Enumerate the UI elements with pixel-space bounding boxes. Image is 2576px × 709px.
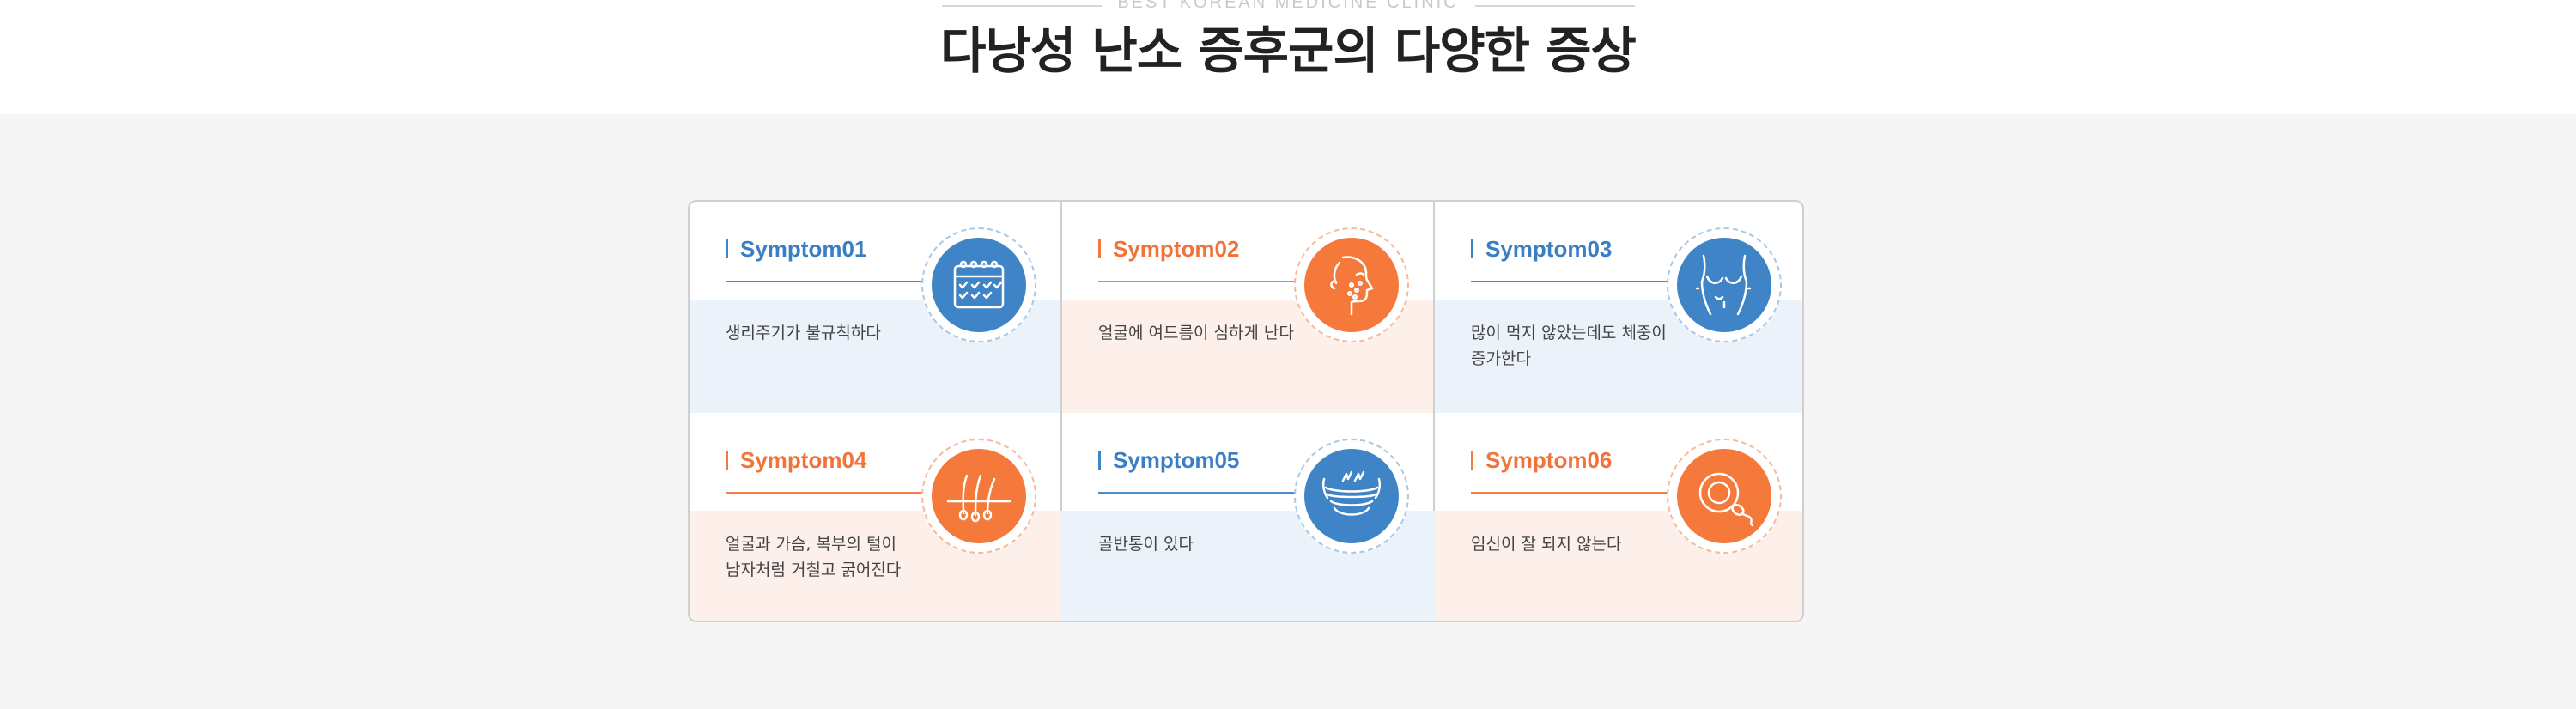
icon-disc	[1304, 238, 1399, 332]
icon-ring	[1667, 439, 1782, 554]
heading-underline	[1471, 281, 1677, 282]
calendar-icon	[953, 260, 1005, 309]
icon-ring	[921, 439, 1036, 554]
icon-ring	[921, 227, 1036, 342]
body-weight-icon	[1695, 254, 1753, 316]
heading-underline	[1098, 281, 1304, 282]
card-heading: Symptom06	[1471, 447, 1612, 473]
heading-underline	[726, 281, 932, 282]
egg-sperm-icon	[1698, 472, 1754, 527]
symptom-description: 얼굴에 여드름이 심하게 난다	[1098, 324, 1294, 342]
heading-underline	[1471, 492, 1677, 494]
icon-ring	[1294, 227, 1409, 342]
symptom-description: 생리주기가 불규칙하다	[726, 324, 881, 342]
heading-bar	[1098, 239, 1101, 258]
card-heading: Symptom05	[1098, 447, 1239, 473]
icon-ring	[1294, 439, 1409, 554]
section-title: 다낭성 난소 증후군의 다양한 증상	[940, 21, 1637, 80]
pelvic-pain-icon	[1321, 470, 1382, 516]
symptom-grid: Symptom01 생리주기가 불규칙하다 Symptom02 얼굴에 여드	[688, 200, 1804, 622]
icon-disc	[932, 238, 1026, 332]
icon-ring	[1667, 227, 1782, 342]
card-heading: Symptom04	[726, 447, 866, 473]
symptom-description: 많이 먹지 않았는데도 체중이 증가한다	[1471, 324, 1667, 368]
symptom-label: Symptom01	[740, 235, 867, 262]
eyebrow-line-left	[942, 5, 1102, 7]
symptom-label: Symptom03	[1485, 235, 1613, 262]
heading-underline	[1098, 492, 1304, 494]
column-divider	[1433, 202, 1435, 621]
heading-bar	[1471, 451, 1473, 470]
heading-bar	[726, 451, 728, 470]
icon-disc	[1677, 238, 1771, 332]
symptom-label: Symptom04	[740, 446, 867, 473]
icon-disc	[932, 449, 1026, 543]
heading-bar	[1471, 239, 1473, 258]
face-acne-icon	[1330, 256, 1374, 316]
eyebrow-text: BEST KOREAN MEDICINE CLINIC	[1117, 0, 1459, 12]
symptom-card-02: Symptom02 얼굴에 여드름이 심하게 난다	[1062, 202, 1435, 413]
section-header: BEST KOREAN MEDICINE CLINIC 다낭성 난소 증후군의 …	[0, 0, 2576, 114]
symptom-description: 얼굴과 가슴, 복부의 털이 남자처럼 거칠고 굵어진다	[726, 535, 902, 579]
heading-bar	[1098, 451, 1101, 470]
eyebrow-line-right	[1475, 5, 1635, 7]
heading-bar	[726, 239, 728, 258]
symptom-card-04: Symptom04 얼굴과 가슴, 복부의 털이 남자처럼 거칠고 굵어진다	[690, 413, 1062, 621]
card-heading: Symptom02	[1098, 236, 1239, 262]
card-heading: Symptom03	[1471, 236, 1612, 262]
column-divider	[1060, 202, 1062, 621]
symptom-card-05: Symptom05 골반통이 있다	[1062, 413, 1435, 621]
symptom-description: 임신이 잘 되지 않는다	[1471, 535, 1622, 554]
symptom-label: Symptom05	[1113, 446, 1240, 473]
icon-disc	[1677, 449, 1771, 543]
card-heading: Symptom01	[726, 236, 866, 262]
symptom-card-03: Symptom03 많이 먹지 않았는데도 체중이 증가한다	[1435, 202, 1802, 413]
symptom-label: Symptom06	[1485, 446, 1613, 473]
hair-follicle-icon	[946, 474, 1012, 523]
symptom-description: 골반통이 있다	[1098, 535, 1194, 554]
symptom-card-06: Symptom06 임신이 잘 되지 않는다	[1435, 413, 1802, 621]
heading-underline	[726, 492, 932, 494]
icon-disc	[1304, 449, 1399, 543]
symptom-label: Symptom02	[1113, 235, 1240, 262]
symptom-card-01: Symptom01 생리주기가 불규칙하다	[690, 202, 1062, 413]
